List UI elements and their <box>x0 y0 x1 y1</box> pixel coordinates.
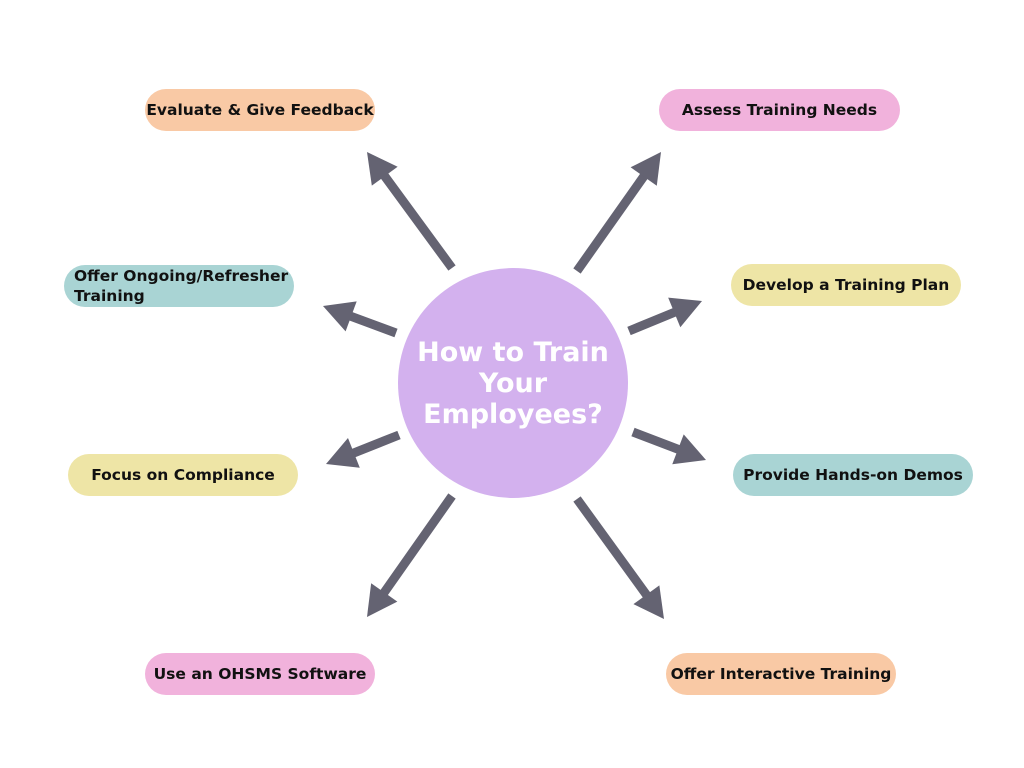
arrow-shaft <box>627 307 678 336</box>
arrow-head <box>633 585 664 619</box>
arrow-shaft <box>350 430 401 458</box>
arrow-shaft <box>379 493 456 597</box>
arrow-head <box>367 152 398 186</box>
arrow-to-demos <box>631 427 706 465</box>
arrow-shaft <box>347 311 398 338</box>
node-ohsms-software: Use an OHSMS Software <box>145 653 375 695</box>
node-label: Develop a Training Plan <box>742 276 950 294</box>
node-label: Evaluate & Give Feedback <box>146 101 374 119</box>
node-label: Offer Ongoing/Refresher Training <box>74 267 289 305</box>
arrow-shaft <box>379 171 456 271</box>
arrow-to-ohsms <box>367 493 456 617</box>
center-topic-text: How to Train Your Employees? <box>417 336 609 430</box>
arrow-to-interactive <box>573 496 664 619</box>
arrow-head <box>630 152 661 186</box>
node-label: Offer Interactive Training <box>670 665 892 683</box>
node-develop-plan: Develop a Training Plan <box>731 264 961 306</box>
node-label: Focus on Compliance <box>91 466 275 484</box>
arrow-head <box>323 301 357 332</box>
arrow-head <box>668 297 702 328</box>
node-hands-on-demos: Provide Hands-on Demos <box>733 454 973 496</box>
arrow-head <box>672 434 706 465</box>
arrow-to-assess <box>573 152 661 274</box>
node-evaluate-feedback: Evaluate & Give Feedback <box>145 89 375 131</box>
node-interactive-training: Offer Interactive Training <box>666 653 896 695</box>
node-ongoing-training: Offer Ongoing/Refresher Training <box>64 265 294 307</box>
arrow-to-evaluate <box>367 152 456 271</box>
arrow-to-ongoing <box>323 301 398 338</box>
arrow-head <box>326 438 360 468</box>
node-label: Assess Training Needs <box>681 101 878 119</box>
node-label: Provide Hands-on Demos <box>743 466 963 484</box>
node-compliance: Focus on Compliance <box>68 454 298 496</box>
center-topic: How to Train Your Employees? <box>398 268 628 498</box>
arrow-shaft <box>573 172 649 274</box>
arrow-to-compliance <box>326 430 401 468</box>
node-assess-needs: Assess Training Needs <box>659 89 900 131</box>
node-label: Use an OHSMS Software <box>153 665 367 683</box>
arrow-shaft <box>573 496 652 599</box>
arrow-to-develop <box>627 297 702 336</box>
arrow-head <box>367 583 398 617</box>
arrow-shaft <box>631 427 682 455</box>
